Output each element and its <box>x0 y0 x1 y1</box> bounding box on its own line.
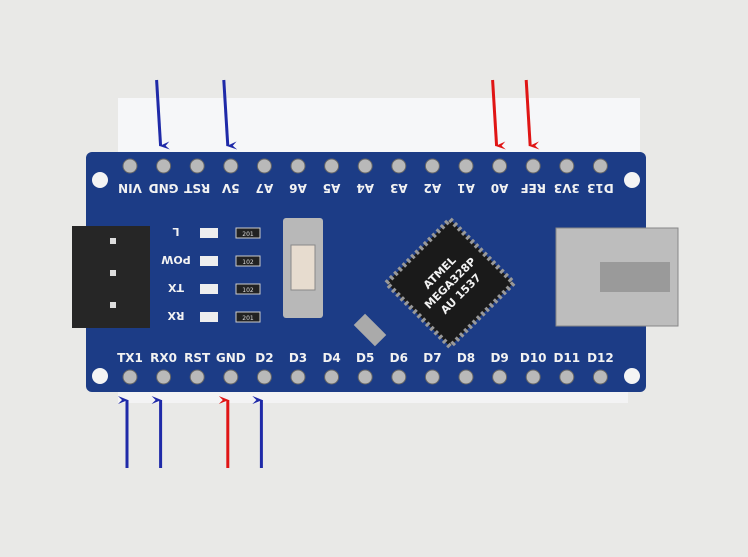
pin-d10 <box>525 369 541 385</box>
pin-d12 <box>592 369 608 385</box>
pin-d5 <box>357 369 373 385</box>
pin-label: RST <box>183 181 210 195</box>
led-label: TX <box>167 281 184 294</box>
pin-tx1 <box>122 369 138 385</box>
pin-label: A2 <box>424 181 442 195</box>
pin-label: VIN <box>118 181 142 195</box>
pin-label: REF <box>520 181 546 195</box>
pin-label: D5 <box>356 351 374 365</box>
pin-label: A1 <box>457 181 475 195</box>
pin-rst <box>189 158 205 174</box>
pin-vin <box>122 158 138 174</box>
mount-hole <box>624 172 640 188</box>
pin-label: D7 <box>423 351 441 365</box>
led <box>200 312 218 322</box>
pin-a3 <box>391 158 407 174</box>
arrow-down-a0 <box>491 79 506 150</box>
icsp-header <box>72 226 150 328</box>
mount-hole <box>92 368 108 384</box>
pin-label: TX1 <box>117 351 143 365</box>
pin-rx0 <box>156 369 172 385</box>
pin-label: D3 <box>289 351 307 365</box>
led-label: POW <box>161 253 191 266</box>
pin-label: D8 <box>457 351 475 365</box>
pin-d9 <box>492 369 508 385</box>
pin-label: A5 <box>323 181 341 195</box>
pin-label: D9 <box>490 351 508 365</box>
resistor-code: 201 <box>242 231 254 238</box>
pin-d13 <box>592 158 608 174</box>
mount-hole <box>624 368 640 384</box>
pin-a6 <box>290 158 306 174</box>
resistor <box>235 311 261 323</box>
pin-label: RST <box>184 351 211 365</box>
pin-label: A3 <box>390 181 408 195</box>
pin-label: D11 <box>553 351 580 365</box>
usb-connector <box>555 227 679 327</box>
pin-a1 <box>458 158 474 174</box>
pin-d8 <box>458 369 474 385</box>
pin-label: D2 <box>255 351 273 365</box>
arrow-down-5v <box>222 79 238 150</box>
pin-a0 <box>492 158 508 174</box>
pcb-board <box>86 152 646 392</box>
led <box>200 256 218 266</box>
pin-d4 <box>324 369 340 385</box>
led <box>200 284 218 294</box>
pin-label: A6 <box>289 181 307 195</box>
pin-d7 <box>424 369 440 385</box>
pin-label: 5V <box>221 181 239 195</box>
resistor <box>235 283 261 295</box>
pin-gnd <box>156 158 172 174</box>
pin-label: RX0 <box>150 351 177 365</box>
pin-label: 3V3 <box>554 181 580 195</box>
pin-label: A7 <box>256 181 274 195</box>
pin-rst <box>189 369 205 385</box>
led <box>200 228 218 238</box>
arrow-down-gnd <box>155 79 170 150</box>
pin-label: D6 <box>390 351 408 365</box>
pin-label: D12 <box>587 351 614 365</box>
pin-d3 <box>290 369 306 385</box>
microcontroller-chip: ATMEL MEGA328P AU 1537 <box>382 215 518 351</box>
pin-a4 <box>357 158 373 174</box>
pin-3v3 <box>559 158 575 174</box>
pin-a7 <box>256 158 272 174</box>
resistor <box>235 255 261 267</box>
pin-label: A4 <box>356 181 374 195</box>
pin-d6 <box>391 369 407 385</box>
pin-5v <box>223 158 239 174</box>
reset-button <box>283 218 323 318</box>
pin-label: A0 <box>491 181 509 195</box>
pin-d2 <box>256 369 272 385</box>
led-label: L <box>172 225 179 238</box>
resistor <box>235 227 261 239</box>
pin-gnd <box>223 369 239 385</box>
pin-label: GND <box>216 351 246 365</box>
resistor-code: 102 <box>242 259 254 266</box>
pin-ref <box>525 158 541 174</box>
mount-hole <box>92 172 108 188</box>
header-strip-background <box>118 98 640 162</box>
pin-a5 <box>324 158 340 174</box>
pin-d11 <box>559 369 575 385</box>
resistor-code: 102 <box>242 287 254 294</box>
crystal <box>353 313 387 347</box>
pin-label: GND <box>149 181 179 195</box>
arrow-down-ref <box>524 79 540 150</box>
pin-label: D10 <box>520 351 547 365</box>
resistor-code: 201 <box>242 315 254 322</box>
pin-label: D4 <box>322 351 340 365</box>
pin-label: D13 <box>587 181 614 195</box>
pin-a2 <box>424 158 440 174</box>
led-label: RX <box>167 309 184 322</box>
